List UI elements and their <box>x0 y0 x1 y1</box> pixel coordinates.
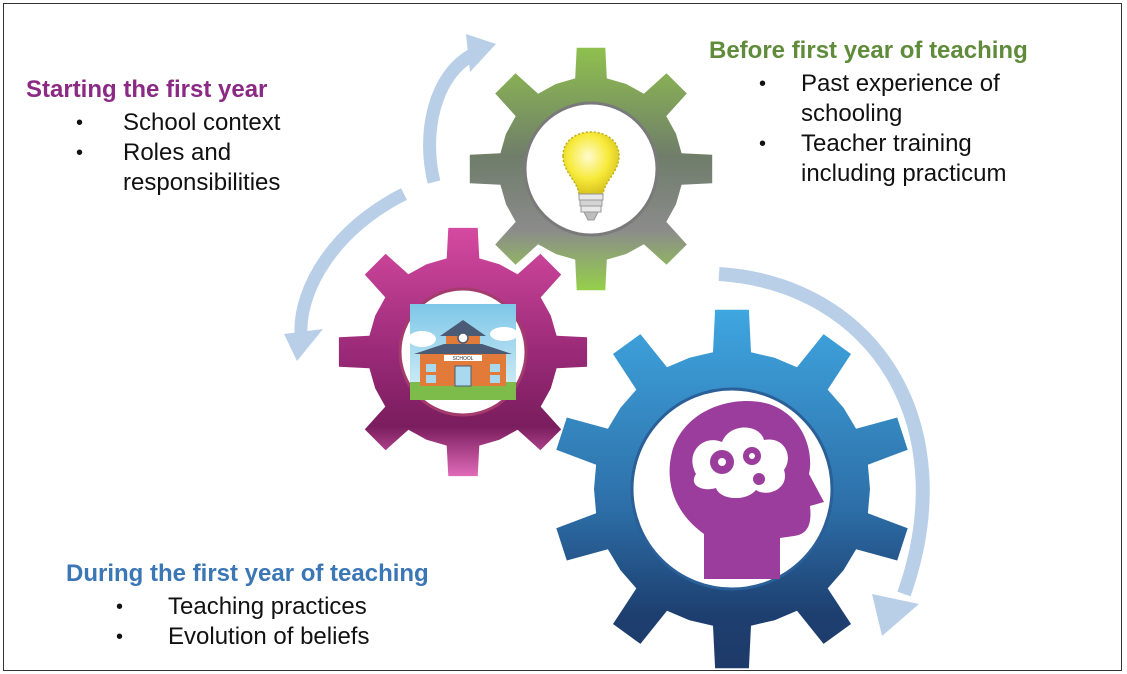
list-item: •Roles and <box>76 139 232 166</box>
arrow-right-head <box>872 594 919 636</box>
school-sign: SCHOOL <box>452 356 473 362</box>
diagram-frame: SCHOOL Starting the first year •School c… <box>3 3 1122 671</box>
list-item: responsibilities <box>123 169 281 196</box>
list-item: •Teaching practices <box>116 593 367 620</box>
arrow-top <box>423 48 478 184</box>
list-during: •Teaching practices •Evolution of belief… <box>116 592 429 652</box>
list-item: •School context <box>76 109 281 136</box>
arrow-top-head <box>466 34 496 72</box>
list-item: •Evolution of beliefs <box>116 623 370 650</box>
section-during: During the first year of teaching •Teach… <box>66 560 429 652</box>
list-before: •Past experience of schooling •Teacher t… <box>759 69 1028 189</box>
list-starting: •School context •Roles and responsibilit… <box>76 108 280 198</box>
heading-during: During the first year of teaching <box>66 560 429 587</box>
cycle-arrows <box>284 34 930 636</box>
lightbulb-icon <box>562 131 620 221</box>
heading-before: Before first year of teaching <box>709 37 1028 64</box>
section-starting: Starting the first year •School context … <box>26 76 280 198</box>
diagram-artwork: SCHOOL <box>284 34 930 669</box>
school-building-icon: SCHOOL <box>408 304 518 400</box>
head-with-gears-icon <box>669 401 824 579</box>
list-item: •Past experience of <box>759 70 1000 97</box>
arrow-left <box>294 188 407 335</box>
section-before: Before first year of teaching •Past expe… <box>709 37 1028 189</box>
arrow-left-head <box>284 329 323 361</box>
list-item: including practicum <box>801 160 1007 187</box>
list-item: •Teacher training <box>759 130 972 157</box>
heading-starting: Starting the first year <box>26 76 268 103</box>
list-item: schooling <box>801 100 903 127</box>
arrow-right <box>718 267 930 597</box>
